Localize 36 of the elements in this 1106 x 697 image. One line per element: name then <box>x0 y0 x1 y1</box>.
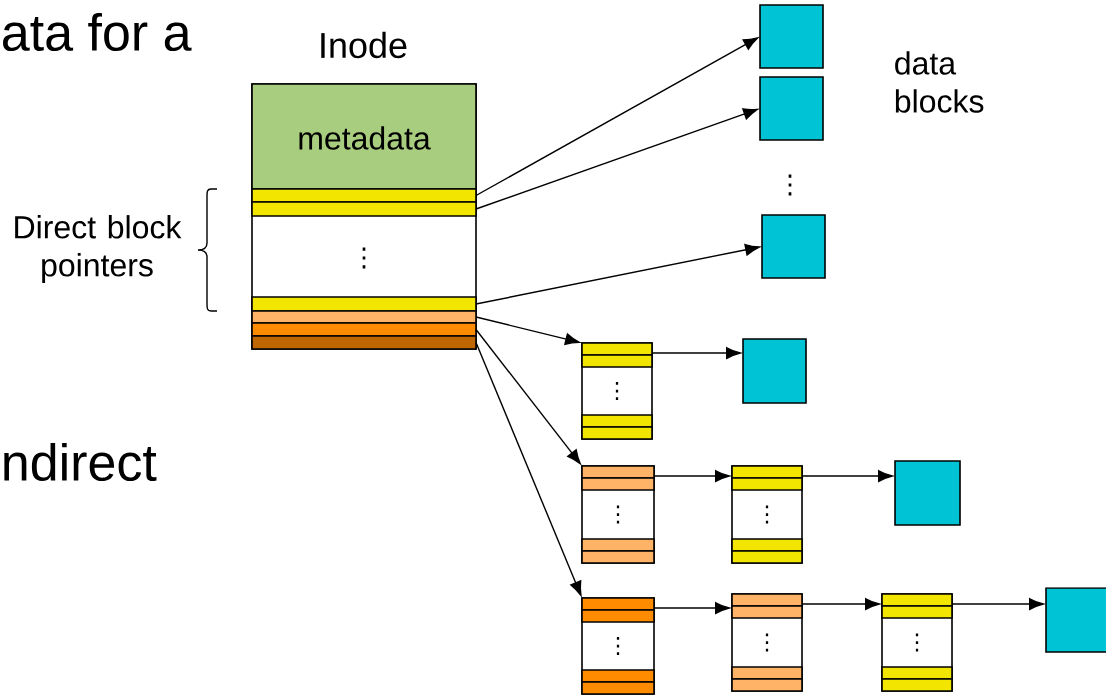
ellipsis: ⋮ <box>616 637 620 655</box>
arrow <box>801 598 880 610</box>
ellipsis: ⋮ <box>362 247 366 269</box>
arrow <box>475 108 759 210</box>
arrow <box>951 598 1044 610</box>
metadata-label: metadata <box>299 126 431 150</box>
heading: Inode <box>321 31 407 59</box>
data-block <box>742 338 807 404</box>
arrow <box>801 470 893 482</box>
data-block <box>759 4 824 69</box>
data-block <box>894 460 961 526</box>
ellipsis: ⋮ <box>765 505 769 524</box>
pointer-row <box>251 296 477 312</box>
pointer-row <box>251 201 477 217</box>
ellipsis: ⋮ <box>765 633 769 652</box>
arrow <box>653 470 730 482</box>
ellipsis: ⋮ <box>915 633 919 652</box>
pointer-row <box>251 310 477 324</box>
arrow <box>651 347 741 359</box>
ellipsis: ⋮ <box>615 382 619 400</box>
data-label: data blocks <box>895 51 984 113</box>
data-block <box>759 76 824 141</box>
arrow <box>475 243 760 305</box>
pointer-row <box>251 335 477 350</box>
arrow <box>475 328 581 465</box>
ellipsis: ⋮ <box>788 174 792 196</box>
data-block <box>1045 587 1106 653</box>
ellipsis: ⋮ <box>616 505 620 524</box>
side-label: Direct block pointers <box>15 215 182 283</box>
data-block <box>761 214 826 279</box>
arrow <box>653 602 730 614</box>
arrow <box>475 37 759 197</box>
partial-heading: ata for a <box>3 12 192 52</box>
arrow <box>475 316 580 345</box>
partial-heading: ndirect <box>4 442 157 482</box>
arrow <box>475 341 582 597</box>
